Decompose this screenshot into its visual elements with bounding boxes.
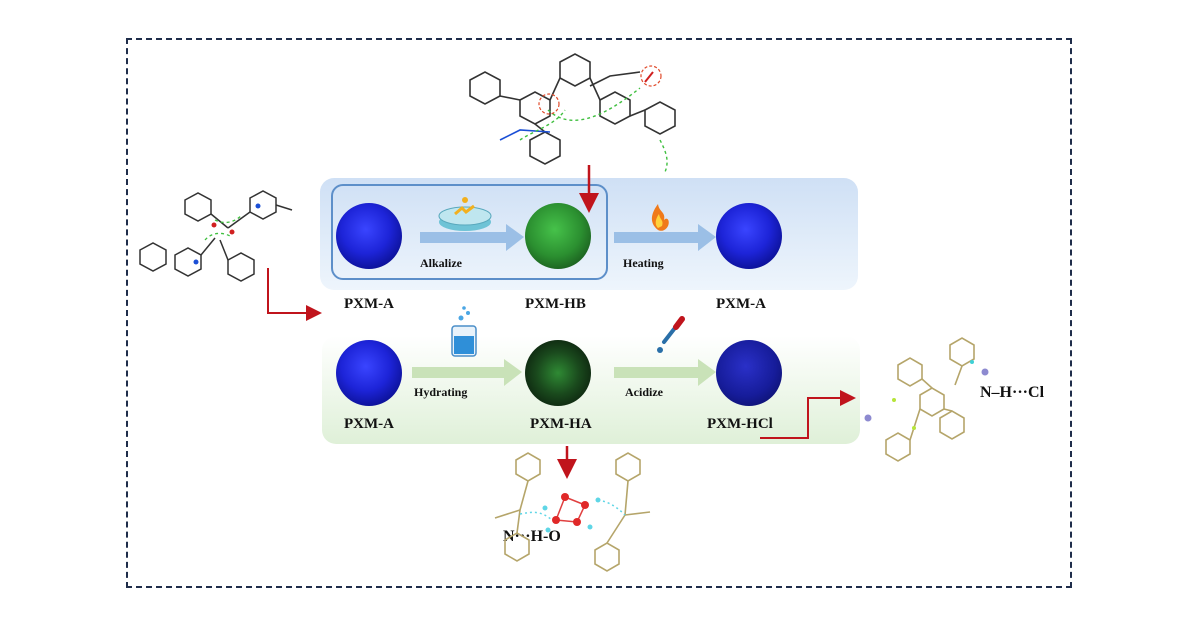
reversible-box — [331, 184, 608, 280]
disc-top-pxm-a-end — [716, 203, 782, 269]
atoms-right — [864, 360, 989, 430]
petri-dish-icon — [438, 197, 492, 231]
step-alkalize: Alkalize — [420, 256, 462, 270]
process-arrow-heating — [614, 224, 716, 251]
label-bot-mid: PXM-HA — [530, 416, 592, 432]
hbond-bottom-dashes — [519, 499, 626, 521]
label-top-mid: PXM-HB — [525, 296, 586, 312]
step-hydrating: Hydrating — [414, 385, 468, 399]
label-top-end: PXM-A — [716, 296, 766, 312]
dropper-icon — [657, 316, 685, 353]
oxygen-atom-1 — [644, 71, 654, 83]
atoms-left — [193, 203, 261, 265]
step-acidize: Acidize — [625, 385, 663, 399]
disc-bot-pxm-hcl — [716, 340, 782, 406]
process-arrow-hydrating — [412, 359, 522, 386]
pointer-left-to-pxm-a — [267, 268, 322, 321]
molecule-left-structure — [139, 190, 293, 282]
dashed-frame — [126, 38, 1072, 588]
hcl-bond-label: N–H···Cl — [980, 384, 1045, 401]
disc-bot-pxm-ha — [525, 340, 591, 406]
highlight-circle-2 — [538, 93, 560, 115]
disc-top-pxm-hb — [525, 203, 591, 269]
label-bot-end: PXM-HCl — [707, 416, 773, 432]
flame-icon — [651, 204, 669, 231]
hbond-top-dashes — [519, 87, 668, 173]
molecule-bottom-structure — [494, 452, 651, 572]
molecule-right-structure — [885, 337, 975, 462]
label-bot-start: PXM-A — [344, 416, 394, 432]
process-arrow-acidize — [614, 359, 716, 386]
molecule-top-structure — [469, 53, 676, 165]
process-arrow-alkalize — [420, 224, 524, 251]
beaker-icon — [451, 306, 477, 357]
highlight-circle-1 — [640, 65, 662, 87]
water-cluster — [542, 493, 601, 533]
step-heating: Heating — [623, 256, 664, 270]
hbond-left-dashes — [204, 214, 243, 241]
disc-top-pxm-a — [336, 203, 402, 269]
disc-bot-pxm-a — [336, 340, 402, 406]
pointer-hcl-to-structure — [760, 390, 856, 439]
label-top-start: PXM-A — [344, 296, 394, 312]
